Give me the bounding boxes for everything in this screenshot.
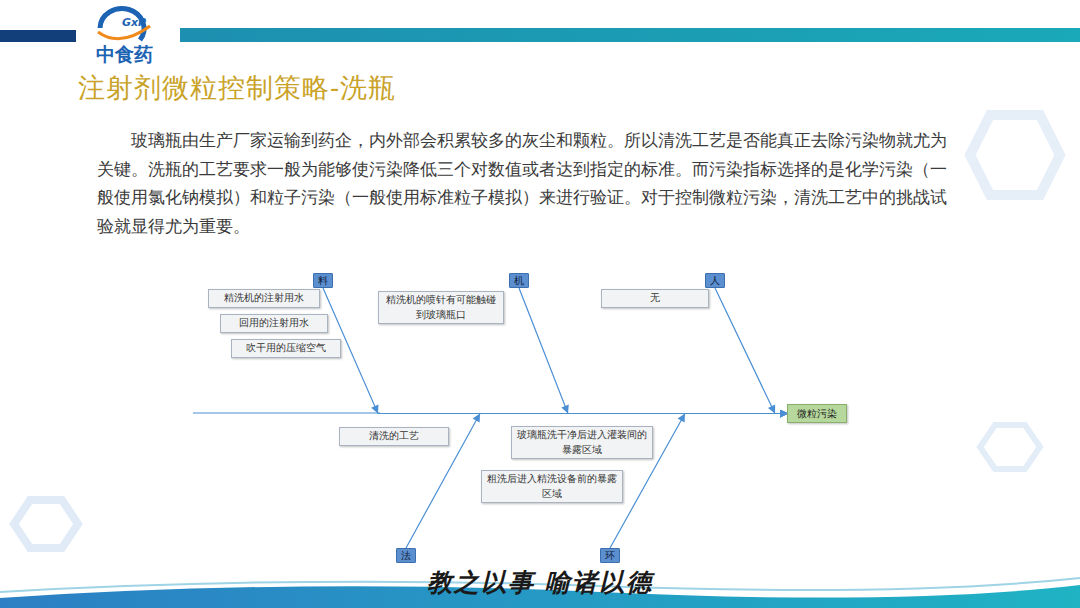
node-text: 精洗机的喷针有可能触碰到玻璃瓶口	[384, 293, 498, 322]
fishbone-spine	[193, 412, 380, 413]
category-box: 法	[396, 548, 416, 563]
logo-gxp: GxP	[122, 16, 146, 29]
node-text: 精洗机的注射用水	[214, 291, 314, 306]
logo-name: 中食药	[96, 42, 153, 68]
node-text: 法	[400, 549, 412, 562]
cause-box: 吹干用的压缩空气	[231, 339, 341, 358]
bone-arrowhead	[768, 405, 775, 414]
node-text: 无	[607, 291, 703, 306]
fishbone-bone	[519, 288, 787, 414]
cause-box: 无	[601, 289, 709, 308]
slide-title: 注射剂微粒控制策略-洗瓶	[78, 70, 396, 106]
category-box: 环	[600, 548, 620, 563]
node-text: 微粒污染	[793, 406, 841, 421]
header-bar	[180, 28, 1080, 42]
bone-arrowhead	[473, 414, 480, 423]
node-text: 机	[513, 274, 525, 287]
node-text: 人	[709, 274, 721, 287]
cause-box: 清洗的工艺	[339, 427, 449, 446]
node-text: 粗洗后进入精洗设备前的暴露区域	[487, 472, 617, 501]
node-text: 回用的注射用水	[226, 316, 322, 331]
header-bar-left	[0, 30, 76, 42]
bone-arrowhead	[561, 405, 568, 414]
hexagon-decoration	[14, 500, 78, 548]
category-box: 料	[313, 273, 333, 288]
category-box: 机	[509, 273, 529, 288]
effect-box: 微粒污染	[787, 404, 847, 423]
body-paragraph: 玻璃瓶由生产厂家运输到药企，内外部会积累较多的灰尘和颗粒。所以清洗工艺是否能真正…	[97, 126, 957, 240]
cause-box: 精洗机的注射用水	[208, 289, 320, 308]
footer-motto: 教之以事 喻诸以德	[0, 566, 1080, 599]
node-text: 清洗的工艺	[345, 429, 443, 444]
node-text: 玻璃瓶洗干净后进入灌装间的暴露区域	[517, 428, 647, 457]
cause-box: 玻璃瓶洗干净后进入灌装间的暴露区域	[511, 426, 653, 459]
fishbone-bone	[323, 288, 787, 414]
hexagon-decoration	[980, 425, 1040, 469]
hexagon-decoration	[970, 115, 1060, 195]
fishbone-bone	[406, 414, 787, 549]
cause-box: 回用的注射用水	[220, 314, 328, 333]
bone-arrowhead	[371, 405, 378, 414]
node-text: 吹干用的压缩空气	[237, 341, 335, 356]
bone-arrowhead	[678, 414, 685, 423]
node-text: 环	[604, 549, 616, 562]
cause-box: 粗洗后进入精洗设备前的暴露区域	[481, 470, 623, 503]
fishbone-bone	[715, 288, 787, 414]
node-text: 料	[317, 274, 329, 287]
category-box: 人	[705, 273, 725, 288]
cause-box: 精洗机的喷针有可能触碰到玻璃瓶口	[378, 291, 504, 324]
